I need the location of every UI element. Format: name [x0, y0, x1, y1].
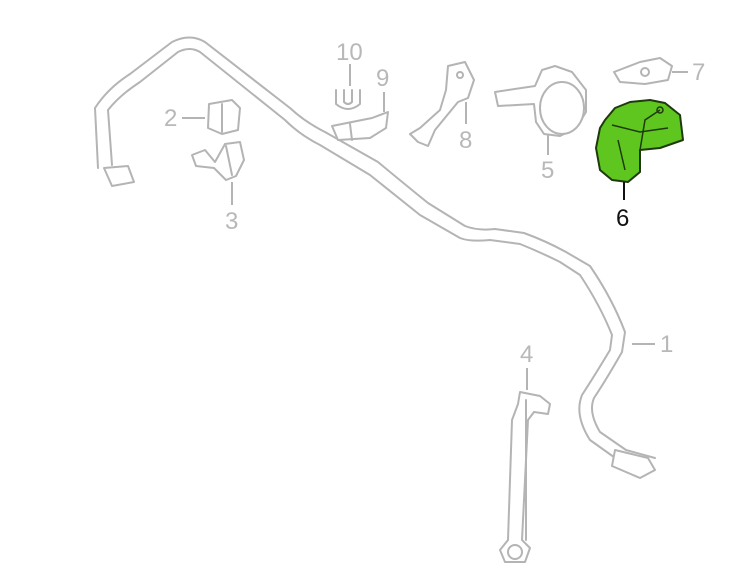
callout-labels: 1 2 3 4 5 6 7 8 9 10 — [164, 39, 705, 368]
bushing[interactable] — [207, 99, 241, 135]
callout-1: 1 — [660, 331, 673, 358]
callout-8: 8 — [459, 127, 472, 154]
callout-10: 10 — [336, 39, 363, 66]
actuator[interactable] — [494, 65, 587, 137]
callout-6: 6 — [616, 205, 629, 232]
callout-2: 2 — [164, 105, 177, 132]
callout-7: 7 — [692, 59, 705, 86]
callout-5: 5 — [541, 157, 554, 184]
u-bolt[interactable] — [335, 89, 361, 110]
callout-3: 3 — [225, 208, 238, 235]
callout-9: 9 — [376, 65, 389, 92]
callout-4: 4 — [520, 341, 533, 368]
link-arm[interactable] — [409, 61, 475, 147]
clamp[interactable] — [331, 111, 389, 141]
stabilizer-bar[interactable] — [94, 36, 656, 479]
mounting-plate[interactable] — [613, 57, 673, 85]
leader-lines — [182, 64, 688, 390]
highlighted-bracket-part-6[interactable] — [595, 99, 684, 183]
bushing-bracket[interactable] — [191, 141, 245, 181]
stabilizer-link[interactable] — [499, 391, 551, 563]
